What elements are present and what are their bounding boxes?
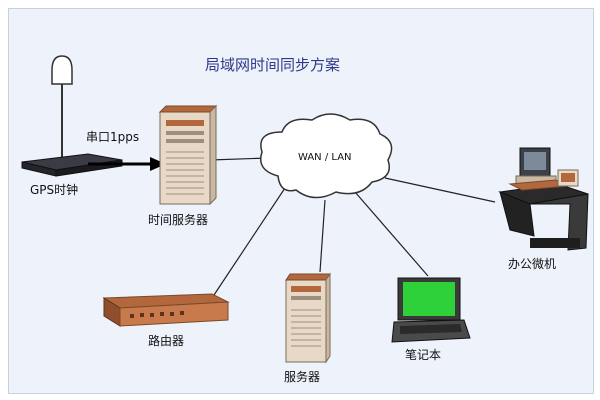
gps-antenna-icon [51, 55, 73, 85]
server-device [285, 272, 331, 364]
link-timeserver-cloud [209, 157, 269, 161]
network-cloud [260, 113, 393, 199]
office-pc-label: 办公微机 [508, 257, 557, 271]
gps-clock-label: GPS时钟 [30, 183, 79, 197]
server-label: 服务器 [284, 370, 321, 384]
link-cloud-router [211, 187, 286, 299]
link-cloud-server [319, 199, 326, 273]
router-label: 路由器 [148, 334, 185, 348]
router-device [102, 293, 230, 327]
diagram-title: 局域网时间同步方案 [205, 56, 341, 74]
serial-arrow [88, 157, 166, 171]
time-server-device [158, 104, 218, 206]
link-cloud-office-pc [384, 177, 496, 203]
notebook-device [391, 277, 471, 343]
time-server-label: 时间服务器 [148, 213, 209, 227]
gps-clock-device [21, 55, 123, 177]
notebook-screen [403, 282, 455, 316]
cloud-label: WAN / LAN [298, 152, 352, 163]
connection-lines [209, 157, 496, 299]
serial-link-label: 串口1pps [86, 130, 140, 144]
office-pc-device [498, 147, 589, 251]
link-cloud-notebook [354, 191, 429, 277]
notebook-label: 笔记本 [405, 348, 442, 362]
